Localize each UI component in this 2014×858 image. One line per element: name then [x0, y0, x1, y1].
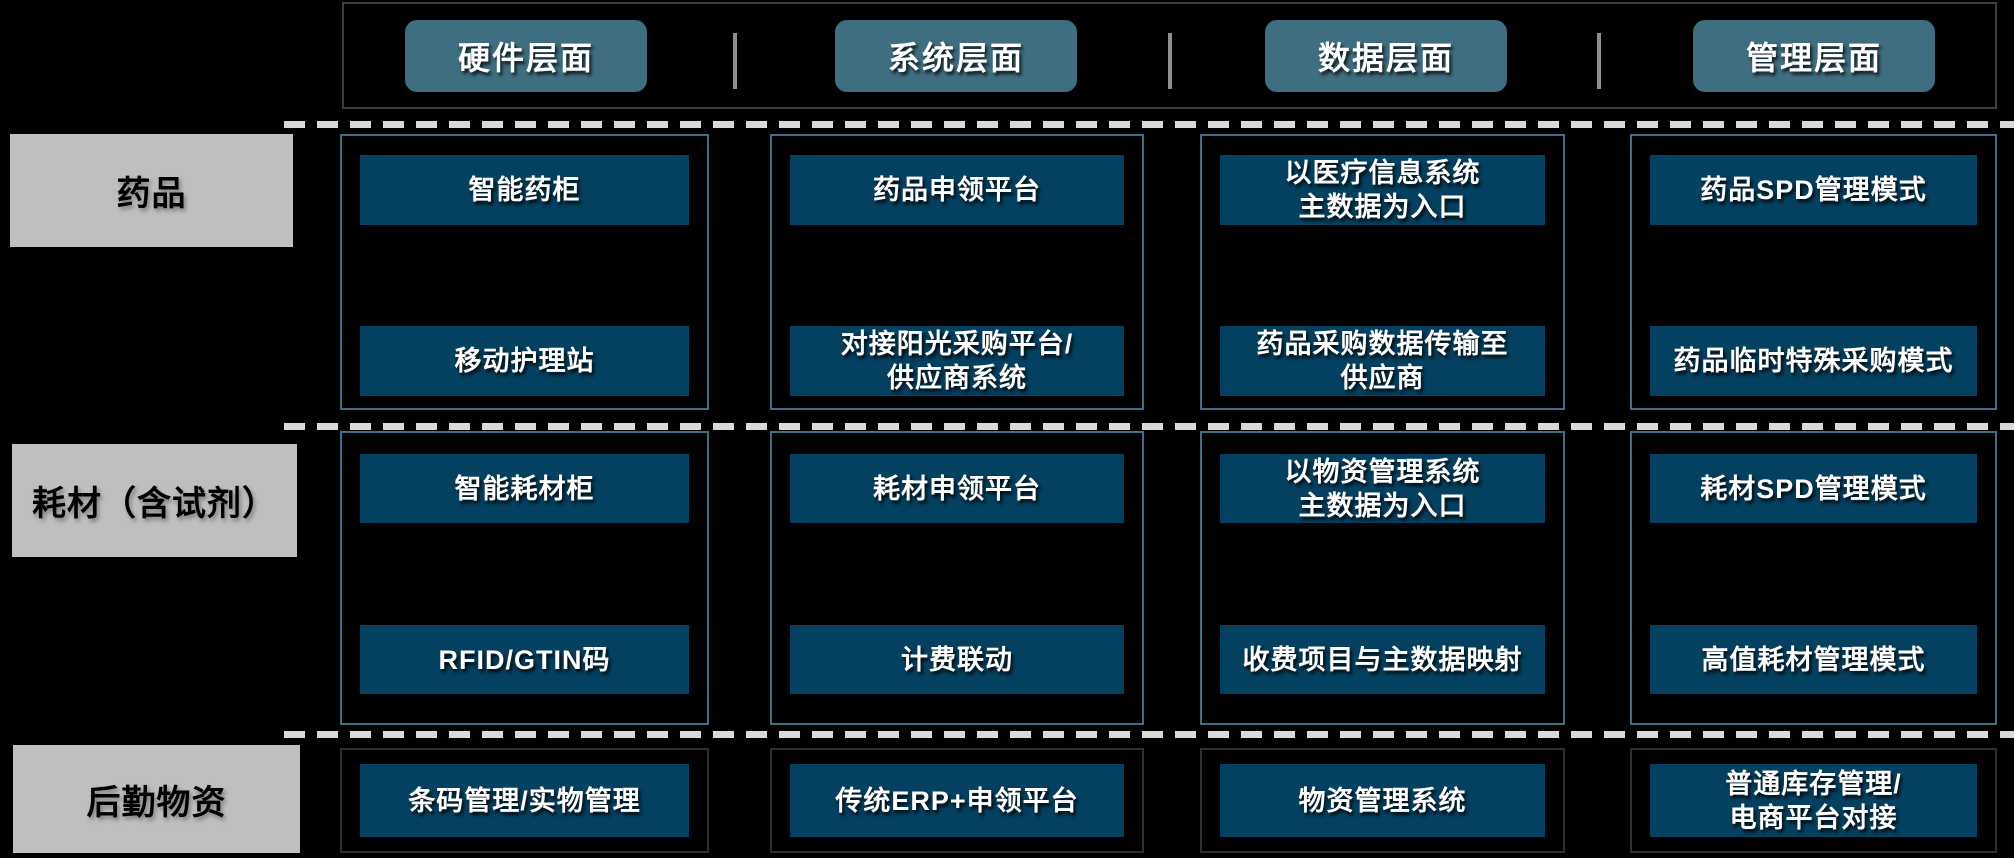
header-management-layer: 管理层面: [1693, 20, 1935, 92]
item-chip: 药品采购数据传输至 供应商: [1220, 326, 1545, 396]
item-chip: 计费联动: [790, 625, 1124, 694]
item-chip: 药品SPD管理模式: [1650, 155, 1977, 225]
item-chip: 智能耗材柜: [360, 454, 689, 523]
item-chip: 传统ERP+申领平台: [790, 764, 1124, 837]
item-chip: 智能药柜: [360, 155, 689, 225]
item-chip: 药品申领平台: [790, 155, 1124, 225]
item-chip: 高值耗材管理模式: [1650, 625, 1977, 694]
header-separator-1: [733, 33, 737, 89]
cell-group-drugs-hardware: 智能药柜 移动护理站: [340, 134, 709, 410]
cell-group-logistics-management: 普通库存管理/ 电商平台对接: [1630, 748, 1997, 853]
cell-group-consumables-management: 耗材SPD管理模式 高值耗材管理模式: [1630, 431, 1997, 725]
header-hardware-layer: 硬件层面: [405, 20, 647, 92]
item-chip: 耗材申领平台: [790, 454, 1124, 523]
cell-group-logistics-system: 传统ERP+申领平台: [770, 748, 1144, 853]
cell-group-drugs-management: 药品SPD管理模式 药品临时特殊采购模式: [1630, 134, 1997, 410]
item-chip: 药品临时特殊采购模式: [1650, 326, 1977, 396]
row-divider-2: [284, 423, 2014, 430]
cell-group-consumables-hardware: 智能耗材柜 RFID/GTIN码: [340, 431, 709, 725]
header-data-layer: 数据层面: [1265, 20, 1507, 92]
header-separator-2: [1168, 33, 1172, 89]
header-system-layer: 系统层面: [835, 20, 1077, 92]
row-label-logistics: 后勤物资: [13, 745, 300, 853]
item-chip: 移动护理站: [360, 326, 689, 396]
cell-group-logistics-hardware: 条码管理/实物管理: [340, 748, 709, 853]
item-chip: 耗材SPD管理模式: [1650, 454, 1977, 523]
cell-group-drugs-system: 药品申领平台 对接阳光采购平台/ 供应商系统: [770, 134, 1144, 410]
cell-group-consumables-system: 耗材申领平台 计费联动: [770, 431, 1144, 725]
row-divider-3: [284, 731, 2014, 738]
cell-group-drugs-data: 以医疗信息系统 主数据为入口 药品采购数据传输至 供应商: [1200, 134, 1565, 410]
item-chip: 以物资管理系统 主数据为入口: [1220, 454, 1545, 523]
item-chip: 以医疗信息系统 主数据为入口: [1220, 155, 1545, 225]
header-separator-3: [1597, 33, 1601, 89]
cell-group-consumables-data: 以物资管理系统 主数据为入口 收费项目与主数据映射: [1200, 431, 1565, 725]
row-label-drugs: 药品: [10, 134, 293, 247]
item-chip: 对接阳光采购平台/ 供应商系统: [790, 326, 1124, 396]
item-chip: 收费项目与主数据映射: [1220, 625, 1545, 694]
item-chip: 普通库存管理/ 电商平台对接: [1650, 764, 1977, 837]
row-divider-1: [284, 121, 2014, 128]
item-chip: 物资管理系统: [1220, 764, 1545, 837]
item-chip: RFID/GTIN码: [360, 625, 689, 694]
row-label-consumables: 耗材（含试剂）: [12, 444, 297, 557]
item-chip: 条码管理/实物管理: [360, 764, 689, 837]
cell-group-logistics-data: 物资管理系统: [1200, 748, 1565, 853]
